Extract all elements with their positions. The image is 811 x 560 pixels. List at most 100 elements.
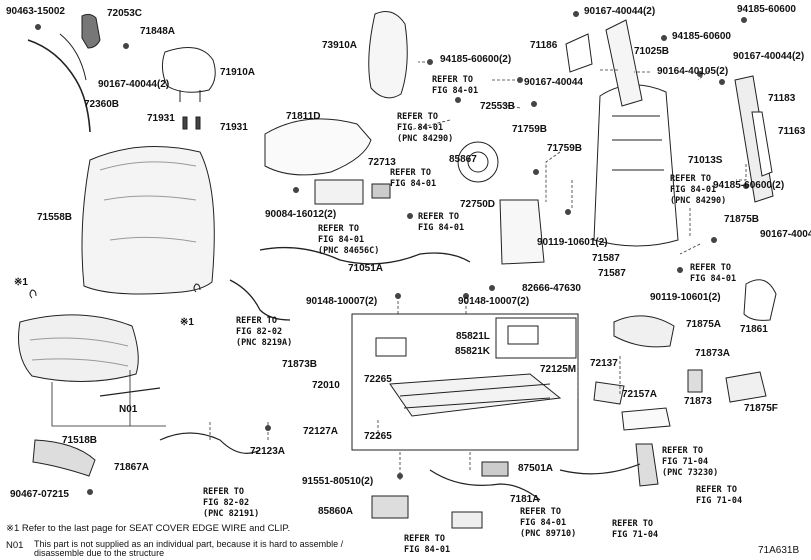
label-N01: N01 <box>119 404 138 415</box>
refer-note-11[interactable]: REFER TO FIG 82-02 (PNC 82191) <box>203 487 260 519</box>
label-72137: 72137 <box>590 358 618 369</box>
refer-note-10[interactable]: REFER TO FIG 71-04 <box>696 485 743 506</box>
fastener-5 <box>573 11 579 17</box>
seat-back-pad-part <box>81 146 215 295</box>
label-71931-a: 71931 <box>147 113 175 124</box>
ecu-part <box>314 179 364 205</box>
fastener-13 <box>565 209 571 215</box>
refer-note-8[interactable]: REFER TO FIG 82-02 (PNC 8219A) <box>236 316 293 348</box>
label-71518B: 71518B <box>62 435 98 446</box>
fastener-3 <box>427 59 433 65</box>
cushion-frame-part <box>264 118 372 176</box>
fastener-2 <box>123 43 129 49</box>
label-90467-07215: 90467-07215 <box>10 489 69 500</box>
fastener-1 <box>35 24 41 30</box>
label-85860A: 85860A <box>318 506 354 517</box>
note-marker-x1-b: ※1 <box>180 317 194 328</box>
refer-note-9[interactable]: REFER TO FIG 71-04 (PNC 73230) <box>662 446 719 478</box>
label-90148-10007-2-b: 90148-10007(2) <box>458 296 530 307</box>
label-90167-40044-d: 90167-40044 <box>524 77 583 88</box>
cover-72157A-part <box>621 407 671 431</box>
refer-note-3[interactable]: REFER TO FIG 84-01 <box>390 168 437 189</box>
label-71183: 71183 <box>768 93 796 104</box>
label-71861: 71861 <box>740 324 768 335</box>
module-87501A-part <box>481 461 509 477</box>
fastener-10 <box>743 183 749 189</box>
label-71875B: 71875B <box>724 214 760 225</box>
label-73910A: 73910A <box>322 40 358 51</box>
label-90084-16012-2: 90084-16012(2) <box>265 209 337 220</box>
refer-note-5[interactable]: REFER TO FIG 84-01 (PNC 84656C) <box>318 224 380 256</box>
label-90119-10601-2-b: 90119-10601(2) <box>650 292 721 303</box>
refer-note-12[interactable]: REFER TO FIG 84-01 (PNC 89710) <box>520 507 577 539</box>
label-72127A: 72127A <box>303 426 339 437</box>
motor-85821K-part <box>375 337 407 357</box>
label-90167-40044-2-b: 90167-40044(2) <box>584 6 656 17</box>
label-90167-40044-2-a: 90167-40044(2) <box>98 79 170 90</box>
fastener-11 <box>293 187 299 193</box>
label-72750D: 72750D <box>460 199 496 210</box>
headrest-part <box>161 47 216 93</box>
refer-note-6[interactable]: REFER TO FIG 84-01 (PNC 84290) <box>670 174 727 206</box>
refer-note-14[interactable]: REFER TO FIG 84-01 <box>404 534 451 555</box>
cover-72137-part <box>593 381 625 405</box>
label-71875A: 71875A <box>686 319 722 330</box>
refer-note-4[interactable]: REFER TO FIG 84-01 <box>418 212 465 233</box>
label-71013S: 71013S <box>688 155 723 166</box>
bracket-72713-part <box>371 183 391 199</box>
label-71587-a: 71587 <box>592 253 620 264</box>
seatback-frame-part <box>593 84 679 247</box>
label-71875F: 71875F <box>744 403 778 414</box>
headrest-stay-wire <box>27 39 91 133</box>
label-71759B-a: 71759B <box>512 124 548 135</box>
side-cover-part <box>368 11 408 99</box>
headrest-cover-part <box>81 13 101 49</box>
label-72713: 72713 <box>368 157 396 168</box>
refer-note-1[interactable]: REFER TO FIG 84-01 <box>432 75 479 96</box>
side-frame-71025B <box>605 19 643 107</box>
shield-71861-part <box>743 279 777 321</box>
side-rail-71163 <box>751 111 773 177</box>
fastener-17 <box>463 293 469 299</box>
clip-icon-x1a <box>29 289 37 299</box>
label-90167-40044-e: 90167-40044 <box>760 229 811 240</box>
fastener-9 <box>719 79 725 85</box>
note-marker-x1-a: ※1 <box>14 277 28 288</box>
seat-adjuster-part <box>389 373 562 417</box>
lumbar-part <box>499 199 545 265</box>
fastener-24 <box>265 425 271 431</box>
label-91551-80510-2: 91551-80510(2) <box>302 476 374 487</box>
fastener-14 <box>711 237 717 243</box>
fastener-7 <box>697 71 703 77</box>
label-71759B-b: 71759B <box>547 143 583 154</box>
fastener-22 <box>455 97 461 103</box>
label-90148-10007-2-a: 90148-10007(2) <box>306 296 378 307</box>
label-85867: 85867 <box>449 154 477 165</box>
refer-note-13[interactable]: REFER TO FIG 71-04 <box>612 519 659 540</box>
label-71811D: 71811D <box>286 111 321 122</box>
cover-71875A-part <box>613 315 675 348</box>
label-72053C: 72053C <box>107 8 143 19</box>
refer-note-7[interactable]: REFER TO FIG 84-01 <box>690 263 737 284</box>
label-71848A: 71848A <box>140 26 176 37</box>
label-85821K: 85821K <box>455 346 491 357</box>
label-71931-b: 71931 <box>220 122 248 133</box>
label-71587-b: 71587 <box>598 268 626 279</box>
pin-71931-b <box>195 116 201 130</box>
pin-71931-a <box>182 116 188 130</box>
fastener-21 <box>533 169 539 175</box>
label-71867A: 71867A <box>114 462 150 473</box>
headrest-stay-wire-2 <box>59 33 87 81</box>
fastener-18 <box>489 285 495 291</box>
fastener-12 <box>407 213 413 219</box>
footnote-n01-key: N01 <box>6 540 24 551</box>
label-71051A: 71051A <box>348 263 384 274</box>
label-72125M: 72125M <box>540 364 577 375</box>
refer-note-2[interactable]: REFER TO FIG 84-01 (PNC 84290) <box>397 112 454 144</box>
buckle-part <box>635 443 659 487</box>
label-94185-60600-2-a: 94185-60600(2) <box>440 54 512 65</box>
label-72157A: 72157A <box>622 389 658 400</box>
label-72265-b: 72265 <box>364 431 392 442</box>
label-72010: 72010 <box>312 380 340 391</box>
